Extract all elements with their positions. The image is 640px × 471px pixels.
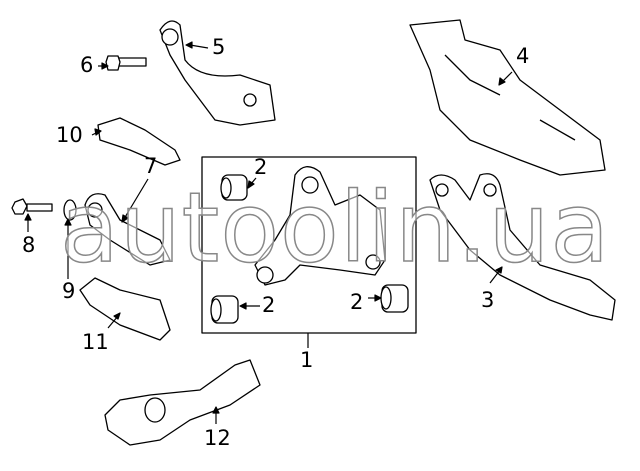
- part-11-bracket: [79, 277, 171, 341]
- label-2: 2: [254, 155, 268, 179]
- part-12-crossmember: [104, 359, 261, 446]
- label-11: 11: [82, 330, 109, 354]
- part-6-bolt: [105, 55, 147, 71]
- part-2-bushings: [210, 174, 409, 324]
- part-10-bracket: [97, 117, 181, 166]
- label-3: 3: [481, 288, 495, 312]
- watermark: autoolin.ua: [59, 172, 611, 284]
- part-5-upper-arm: [159, 20, 276, 126]
- label-8: 8: [22, 233, 36, 257]
- label-5: 5: [212, 35, 226, 59]
- part-1-knuckle: [254, 166, 386, 286]
- part-4-shield: [409, 19, 606, 176]
- label-4: 4: [516, 44, 530, 68]
- label-2: 2: [262, 293, 276, 317]
- part-9-washer: [63, 199, 77, 221]
- label-9: 9: [62, 279, 76, 303]
- label-10: 10: [56, 123, 83, 147]
- label-7: 7: [144, 154, 158, 178]
- label-6: 6: [80, 53, 94, 77]
- part-3-lower-arm: [429, 173, 616, 321]
- leader-arrows: [24, 41, 513, 424]
- part-8-bolt: [11, 198, 53, 215]
- part-7-lower-arm: [84, 193, 171, 266]
- label-2: 2: [350, 290, 364, 314]
- label-12: 12: [204, 426, 231, 450]
- label-1: 1: [300, 348, 314, 372]
- assembly-box-1: [201, 156, 417, 334]
